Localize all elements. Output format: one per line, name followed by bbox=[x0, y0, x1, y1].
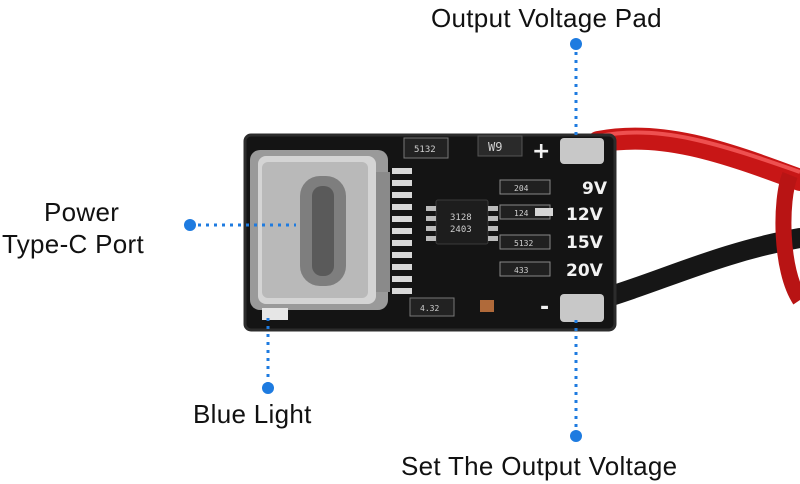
connector-pins bbox=[392, 168, 412, 294]
positive-pad bbox=[560, 138, 604, 164]
callout-blue-light: Blue Light bbox=[193, 399, 312, 429]
red-wire-highlight bbox=[599, 130, 800, 174]
diode-mark: W9 bbox=[488, 140, 502, 154]
bottom-components: 4.32 bbox=[262, 297, 494, 320]
callout-power-line2: Type-C Port bbox=[2, 229, 145, 259]
voltage-resistors: 204 124 5132 433 bbox=[499, 179, 553, 277]
resistor-code-3: 124 bbox=[514, 209, 529, 218]
minus-sign: - bbox=[540, 295, 549, 320]
resistor-code-6: 4.32 bbox=[420, 304, 439, 313]
resistor-code-5: 433 bbox=[514, 266, 529, 275]
resistor-code-4: 5132 bbox=[514, 239, 533, 248]
callout-dots bbox=[184, 38, 582, 442]
voltage-label-12v: 12V bbox=[566, 205, 604, 225]
top-components: 5132 W9 + bbox=[403, 135, 550, 164]
pcb-edge bbox=[243, 133, 617, 332]
negative-pad bbox=[560, 294, 604, 322]
controller-ic: 3128 2403 bbox=[426, 199, 498, 245]
callout-output-voltage-pad: Output Voltage Pad bbox=[431, 3, 662, 33]
plus-sign: + bbox=[532, 139, 550, 164]
blue-led bbox=[262, 308, 288, 320]
ic-mark-2: 2403 bbox=[450, 225, 472, 235]
voltage-label-15v: 15V bbox=[566, 233, 604, 253]
voltage-labels: 9V 12V 15V 20V bbox=[566, 179, 608, 281]
output-pads: - bbox=[540, 138, 604, 322]
usb-c-connector bbox=[250, 150, 390, 310]
callout-set-output-voltage: Set The Output Voltage bbox=[401, 451, 678, 481]
callout-leaders bbox=[190, 44, 578, 436]
ic-mark-1: 3128 bbox=[450, 213, 472, 223]
resistor-code-1: 5132 bbox=[414, 145, 436, 155]
red-wire bbox=[587, 127, 800, 191]
voltage-label-20v: 20V bbox=[566, 261, 604, 281]
callout-power-line1: Power bbox=[44, 197, 120, 227]
wires bbox=[587, 127, 800, 310]
voltage-label-9v: 9V bbox=[582, 179, 608, 199]
black-wire bbox=[588, 228, 800, 310]
resistor-code-2: 204 bbox=[514, 184, 529, 193]
wire-loop bbox=[775, 172, 800, 305]
